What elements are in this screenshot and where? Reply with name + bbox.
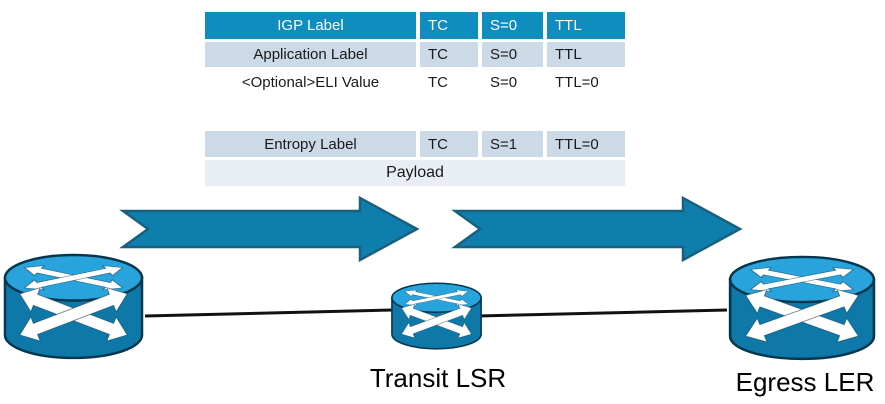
header-cell-ttl: TTL xyxy=(547,12,625,39)
header-cell-tc: TC xyxy=(420,12,478,39)
link-line-right xyxy=(477,308,728,318)
table-cell-application-label: Application Label xyxy=(205,42,416,67)
link-line-left xyxy=(144,308,393,318)
table-cell-entropy-label: Entropy Label xyxy=(205,131,416,157)
transit-lsr-router-icon xyxy=(391,282,482,350)
egress-ler-router-icon xyxy=(728,255,876,361)
table-cell-entropy-ttl: TTL=0 xyxy=(547,131,625,157)
table-cell-eli-s: S=0 xyxy=(482,70,543,128)
table-cell-eli-ttl: TTL=0 xyxy=(547,70,625,128)
table-cell-payload: Payload xyxy=(205,160,625,186)
table-cell-entropy-tc: TC xyxy=(420,131,478,157)
header-cell-igp-label: IGP Label xyxy=(205,12,416,39)
flow-arrow-left-icon xyxy=(119,195,420,263)
table-cell-entropy-s: S=1 xyxy=(482,131,543,157)
transit-lsr-label: Transit LSR xyxy=(369,363,507,393)
table-cell-application-tc: TC xyxy=(420,42,478,67)
flow-arrow-right-icon xyxy=(451,195,743,263)
egress-ler-label: Egress LER xyxy=(735,367,875,397)
label-stack-table: IGP Label TC S=0 TTL Application Label T… xyxy=(205,12,625,186)
ingress-router-icon xyxy=(3,253,144,360)
header-cell-s: S=0 xyxy=(482,12,543,39)
table-cell-eli-label: <Optional>ELI Value xyxy=(205,70,416,128)
table-cell-application-s: S=0 xyxy=(482,42,543,67)
table-cell-application-ttl: TTL xyxy=(547,42,625,67)
table-cell-eli-tc: TC xyxy=(420,70,478,128)
